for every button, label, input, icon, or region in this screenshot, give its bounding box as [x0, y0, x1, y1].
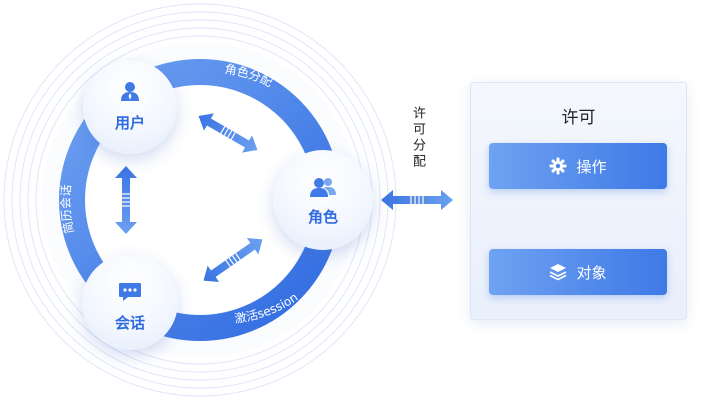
gear-icon	[549, 157, 567, 175]
session-node: 会话	[82, 254, 178, 350]
permission-title: 许可	[561, 108, 596, 128]
session-node-label: 会话	[114, 314, 145, 332]
object-box: 对象	[489, 249, 667, 295]
layers-icon	[549, 263, 567, 281]
chat-icon	[118, 282, 142, 306]
role-permission-arrow	[381, 190, 453, 210]
operation-box: 操作	[489, 143, 667, 189]
object-label: 对象	[576, 263, 607, 282]
user-session-arrow	[115, 166, 137, 234]
users-icon	[310, 176, 336, 202]
permission-assign-label: 许可分配	[410, 106, 425, 170]
role-node: 角色	[273, 150, 373, 250]
operation-label: 操作	[576, 157, 607, 176]
permission-panel: 许可 操作	[470, 82, 687, 320]
user-icon	[119, 80, 141, 106]
user-role-arrow	[198, 113, 258, 153]
user-node-label: 用户	[114, 114, 145, 132]
role-node-label: 角色	[307, 208, 338, 226]
session-role-arrow	[203, 238, 263, 282]
user-node: 用户	[83, 60, 177, 154]
